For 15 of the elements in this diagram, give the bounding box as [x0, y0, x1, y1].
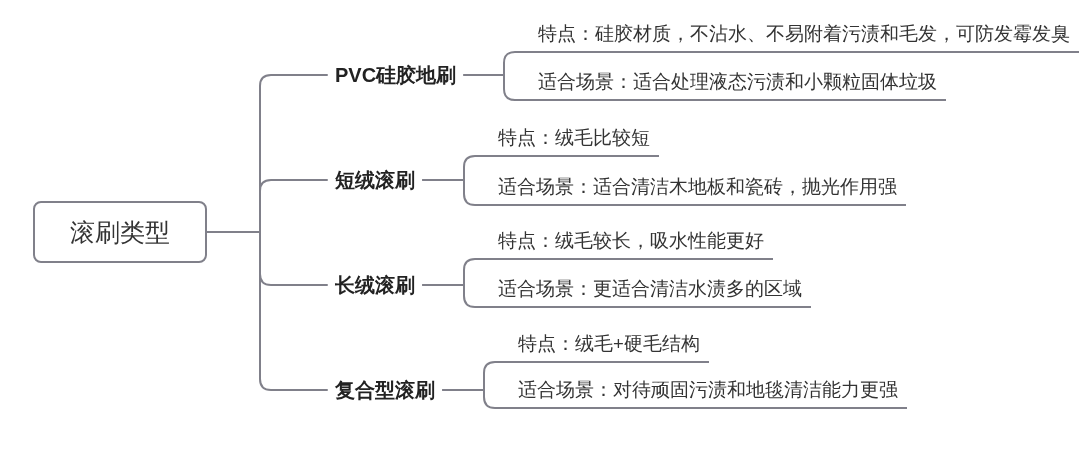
branch-topic: 长绒滚刷 — [327, 271, 423, 299]
underlined-topic: 特点：硅胶材质，不沾水、不易附着污渍和毛发，可防发霉发臭 — [515, 21, 1079, 53]
root-topic-box: 滚刷类型 — [33, 201, 207, 263]
connector-line — [206, 231, 328, 391]
branch-topic: 短绒滚刷 — [327, 166, 423, 194]
underlined-topic: 适合场景：更适合清洁水渍多的区域 — [475, 276, 811, 308]
underlined-topic: 适合场景：适合处理液态污渍和小颗粒固体垃圾 — [515, 69, 946, 101]
connector-line — [442, 389, 496, 409]
branch-topic: 复合型滚刷 — [327, 376, 443, 404]
branch-topic: PVC硅胶地刷 — [327, 61, 465, 89]
underlined-topic: 特点：绒毛较长，吸水性能更好 — [475, 228, 773, 260]
underlined-topic: 适合场景：对待顽固污渍和地毯清洁能力更强 — [495, 377, 907, 409]
underlined-topic: 特点：绒毛比较短 — [475, 125, 659, 157]
underlined-topic: 适合场景：适合清洁木地板和瓷砖，抛光作用强 — [475, 174, 906, 206]
underlined-topic: 特点：绒毛+硬毛结构 — [495, 331, 709, 363]
